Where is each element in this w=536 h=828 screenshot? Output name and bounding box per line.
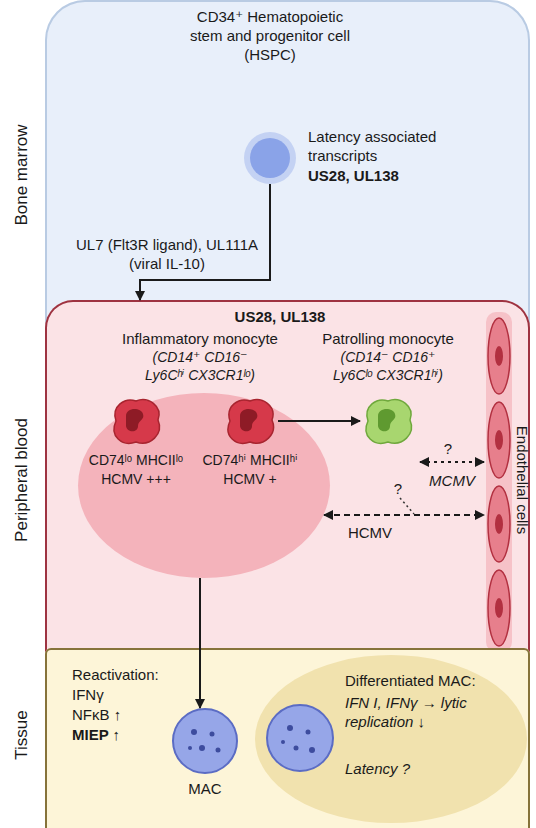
edge-label: MCMV xyxy=(412,472,492,491)
macrophage-body xyxy=(173,709,237,773)
node-text: CD74ʰⁱ MHCIIʰⁱ xyxy=(190,452,310,470)
endothelial-cell xyxy=(488,570,510,646)
endothelial-nucleus xyxy=(495,430,503,450)
leader-line xyxy=(400,498,414,514)
note-label: Reactivation: xyxy=(72,666,182,685)
node-text: (CD14⁺ CD16⁻ Ly6Cʰⁱ CX3CR1ˡᵒ) xyxy=(140,349,260,384)
node-text: CD74ˡᵒ MHCIIˡᵒ xyxy=(76,452,196,470)
granule-dot xyxy=(281,740,285,744)
node-text: Peripheral blood xyxy=(11,360,33,600)
note-label: MIEP ↑ xyxy=(72,726,182,745)
node-text: HCMV + xyxy=(190,471,310,489)
macrophage-body xyxy=(267,705,333,771)
note-label: NFκB ↑ xyxy=(72,706,182,725)
endothelium: Endothelial cells xyxy=(486,312,530,652)
edge-label: UL7 (Flt3R ligand), UL111A (viral IL-10) xyxy=(72,236,262,274)
node-text: US28, UL138 xyxy=(308,167,458,186)
macrophage: MAC xyxy=(172,708,238,774)
granule-dot xyxy=(216,748,221,753)
endothelial-cell xyxy=(488,486,510,562)
connector-arrow xyxy=(140,184,270,300)
cell-body xyxy=(228,400,273,444)
macrophage-outline xyxy=(172,708,238,774)
cell-nucleus xyxy=(378,409,395,431)
note-label: IFNγ xyxy=(72,686,182,705)
connector-arrow xyxy=(199,578,201,708)
differentiated-macrophage xyxy=(267,705,333,771)
node-text: Inflammatory monocyte xyxy=(110,330,290,349)
differentiated-group: Differentiated MAC: IFN I, IFNγ → lytic r… xyxy=(255,655,527,823)
granule-dot xyxy=(294,746,299,751)
endothelial-nucleus xyxy=(495,514,503,534)
node-text: Latency ? xyxy=(345,760,485,779)
endothelial-nucleus xyxy=(495,598,503,618)
cell-nucleus xyxy=(240,409,257,431)
granule-dot xyxy=(287,725,293,731)
monocyte-group: Inflammatory monocyte(CD14⁺ CD16⁻ Ly6Cʰⁱ… xyxy=(78,393,330,578)
node-text: Tissue xyxy=(11,615,33,828)
node-text: Patrolling monocyte xyxy=(303,330,473,349)
patrolling-cell: Patrolling monocyte(CD14⁻ CD16⁺ Ly6Cˡᵒ C… xyxy=(360,396,416,446)
node-text: HCMV +++ xyxy=(76,471,196,489)
group-ellipse xyxy=(255,655,527,823)
note-label: ? xyxy=(390,480,406,499)
node-text: MAC xyxy=(175,780,235,799)
patrolling-cell-outline xyxy=(360,396,416,446)
node-text: US28, UL138 xyxy=(200,308,360,327)
monocyte-cell: CD74ˡᵒ MHCIIˡᵒHCMV +++ xyxy=(108,396,164,446)
stem-cell-outline xyxy=(244,132,296,184)
cell-ring xyxy=(244,132,296,184)
granule-dot xyxy=(210,732,215,737)
bone-marrow-band: Bone marrowCD34⁺ Hematopoietic stem and … xyxy=(45,0,530,330)
granule-dot xyxy=(306,730,311,735)
vessel-wall xyxy=(486,312,512,652)
cell-core xyxy=(250,138,290,178)
connector-arrow xyxy=(420,461,484,463)
node-text: Bone marrow xyxy=(11,55,33,295)
edge-label: HCMV xyxy=(330,524,410,543)
cell-body xyxy=(114,400,159,444)
granule-dot xyxy=(309,747,315,753)
connector-arrow xyxy=(324,514,484,516)
granule-dot xyxy=(199,745,205,751)
endothelial-cell xyxy=(488,318,510,394)
blood-band: Peripheral bloodUS28, UL138Inflammatory … xyxy=(45,300,530,828)
node-text: (CD14⁻ CD16⁺ Ly6Cˡᵒ CX3CR1ʰⁱ) xyxy=(328,349,448,384)
monocyte-cell-outline xyxy=(108,396,164,446)
monocyte-cell: CD74ʰⁱ MHCIIʰⁱHCMV + xyxy=(222,396,278,446)
cell-nucleus xyxy=(126,409,143,431)
node-text: CD34⁺ Hematopoietic stem and progenitor … xyxy=(184,8,356,64)
note-label: ? xyxy=(440,440,456,459)
node-text: IFN I, IFNγ → lytic replication ↓ xyxy=(345,694,485,732)
node-text: Endothelial cells xyxy=(509,360,531,600)
endothelial-nucleus xyxy=(495,346,503,366)
granule-dot xyxy=(188,746,192,750)
cell-body xyxy=(366,400,411,444)
endothelial-cell xyxy=(488,402,510,478)
connector-arrow xyxy=(278,420,360,422)
node-text: Differentiated MAC: xyxy=(345,672,520,691)
granule-dot xyxy=(191,729,197,735)
monocyte-cell-outline xyxy=(222,396,278,446)
stem-cell: CD34⁺ Hematopoietic stem and progenitor … xyxy=(244,132,296,184)
node-text: Latency associated transcripts xyxy=(308,128,458,166)
